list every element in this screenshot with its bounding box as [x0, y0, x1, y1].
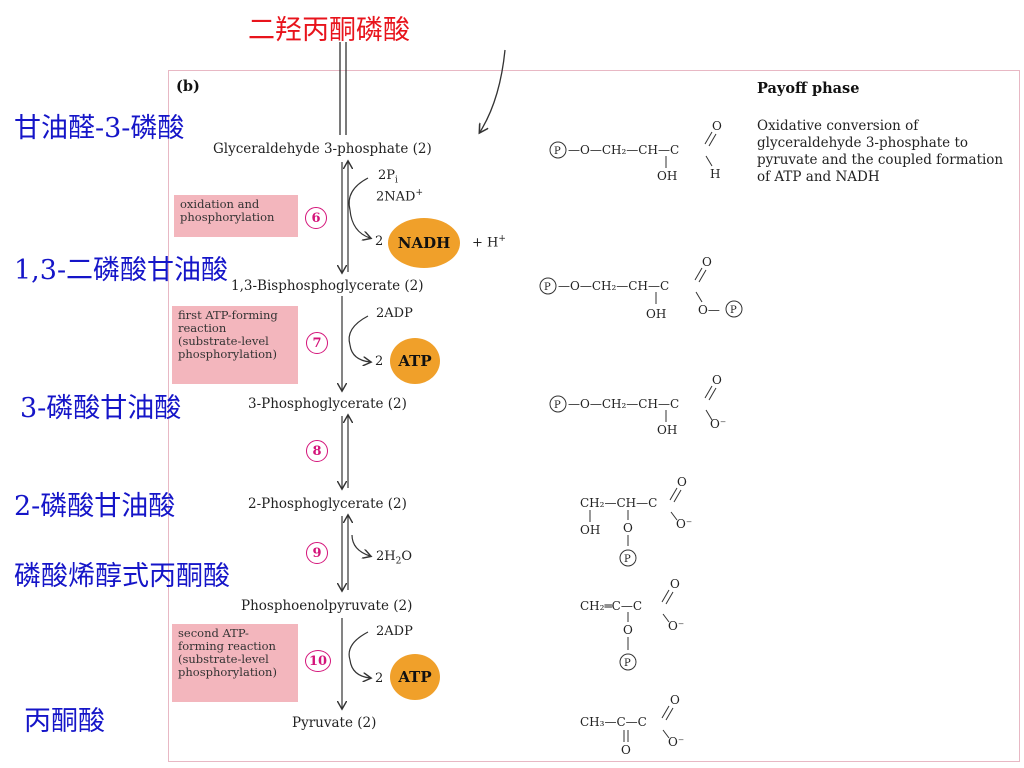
- note-step10: second ATP-forming reaction (substrate-l…: [172, 624, 298, 702]
- svg-text:O⁻: O⁻: [710, 417, 726, 431]
- step-9-badge: 9: [306, 542, 328, 564]
- svg-text:O: O: [623, 521, 633, 535]
- svg-text:P: P: [554, 400, 561, 411]
- side-label-bpg: 1,3-二磷酸甘油酸: [14, 255, 229, 286]
- svg-text:CH₂═C—C: CH₂═C—C: [580, 599, 642, 613]
- svg-text:O: O: [670, 577, 680, 591]
- side-label-pyruvate: 丙酮酸: [24, 706, 105, 737]
- cofactor-h: + H+: [472, 234, 506, 251]
- atp2-coef: 2: [375, 671, 384, 686]
- compound-3pg: 3-Phosphoglycerate (2): [248, 396, 407, 412]
- step-6-badge: 6: [305, 207, 327, 229]
- step-10-badge: 10: [305, 650, 331, 672]
- atp2-oval: ATP: [390, 654, 440, 700]
- cofactor-water: 2H2O: [376, 549, 413, 567]
- compound-pep: Phosphoenolpyruvate (2): [241, 598, 413, 614]
- svg-text:O: O: [670, 693, 680, 707]
- structure-2pg: CH₂—CH—C OH O P O O⁻: [580, 475, 692, 567]
- figure-frame: [168, 70, 1020, 762]
- step-7-badge: 7: [306, 332, 328, 354]
- nadh-coef: 2: [375, 234, 384, 249]
- svg-text:P: P: [554, 146, 561, 157]
- svg-text:OH: OH: [657, 423, 677, 437]
- svg-text:CH₂—CH—C: CH₂—CH—C: [580, 496, 657, 510]
- svg-text:O⁻: O⁻: [676, 517, 692, 531]
- cofactor-adp2: 2ADP: [376, 624, 413, 639]
- svg-text:OH: OH: [580, 523, 600, 537]
- atp1-coef: 2: [375, 354, 384, 369]
- phase-description: Oxidative conversion of glyceraldehyde 3…: [757, 118, 1004, 185]
- structure-pep: CH₂═C—C O P O O⁻: [580, 577, 684, 671]
- compound-pyruvate: Pyruvate (2): [292, 715, 377, 731]
- side-label-2pg: 2-磷酸甘油酸: [14, 491, 176, 522]
- nadh-oval: NADH: [388, 218, 460, 268]
- side-label-3pg: 3-磷酸甘油酸: [20, 393, 182, 424]
- side-label-pep: 磷酸烯醇式丙酮酸: [14, 561, 230, 592]
- panel-label: (b): [176, 78, 200, 95]
- svg-text:P: P: [544, 282, 551, 293]
- svg-text:O: O: [621, 743, 631, 757]
- svg-text:CH₃—C—C: CH₃—C—C: [580, 715, 647, 729]
- svg-text:OH: OH: [657, 169, 677, 183]
- svg-text:O—: O—: [698, 303, 720, 317]
- svg-text:—O—CH₂—CH—C: —O—CH₂—CH—C: [568, 397, 679, 411]
- svg-text:O: O: [677, 475, 687, 489]
- cofactor-adp1: 2ADP: [376, 306, 413, 321]
- svg-text:P: P: [624, 658, 631, 669]
- compound-2pg: 2-Phosphoglycerate (2): [248, 496, 407, 512]
- structure-pyruvate: CH₃—C—C O O O⁻: [580, 693, 684, 757]
- side-label-gap: 甘油醛-3-磷酸: [14, 113, 185, 144]
- compound-bpg: 1,3-Bisphosphoglycerate (2): [231, 278, 424, 294]
- svg-text:H: H: [710, 167, 720, 181]
- compound-gap: Glyceraldehyde 3-phosphate (2): [213, 141, 432, 157]
- svg-text:P: P: [624, 554, 631, 565]
- svg-text:O: O: [712, 373, 722, 387]
- structure-bpg: P —O—CH₂—CH—C OH O O— P: [539, 255, 743, 321]
- svg-text:O⁻: O⁻: [668, 619, 684, 633]
- structure-gap: P —O—CH₂—CH—C OH O H: [549, 119, 722, 183]
- svg-text:P: P: [730, 305, 737, 316]
- svg-text:O: O: [623, 623, 633, 637]
- cofactor-pi: 2Pi: [378, 168, 398, 186]
- svg-text:—O—CH₂—CH—C: —O—CH₂—CH—C: [568, 143, 679, 157]
- step-8-badge: 8: [306, 440, 328, 462]
- note-step6: oxidation and phosphorylation: [174, 195, 298, 237]
- svg-text:O⁻: O⁻: [668, 735, 684, 749]
- cofactor-nad: 2NAD+: [376, 188, 424, 205]
- note-step7: first ATP-forming reaction (substrate-le…: [172, 306, 298, 384]
- atp1-oval: ATP: [390, 338, 440, 384]
- top-title: 二羟丙酮磷酸: [248, 15, 410, 46]
- structure-3pg: P —O—CH₂—CH—C OH O O⁻: [549, 373, 726, 437]
- phase-title: Payoff phase: [757, 80, 860, 97]
- svg-text:OH: OH: [646, 307, 666, 321]
- svg-text:—O—CH₂—CH—C: —O—CH₂—CH—C: [558, 279, 669, 293]
- svg-text:O: O: [702, 255, 712, 269]
- svg-text:O: O: [712, 119, 722, 133]
